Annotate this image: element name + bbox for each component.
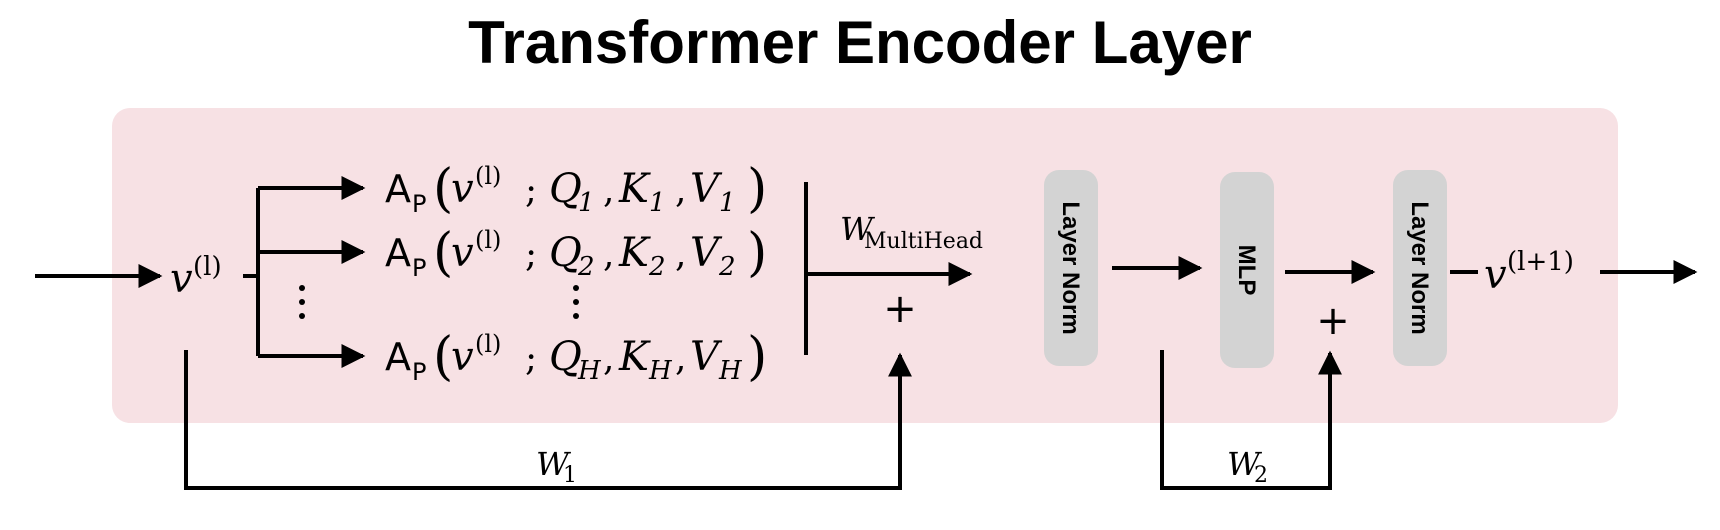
head-3-separator: ; — [525, 338, 537, 379]
head-2-separator: ; — [525, 234, 537, 275]
head-1-value: V — [690, 166, 723, 212]
layer-norm-1-label: Layer Norm — [1057, 201, 1084, 334]
multihead-weight-symbol: W — [840, 210, 876, 248]
head-3-query: Q — [549, 334, 582, 380]
head-2-operator: A — [385, 231, 411, 275]
residual-1-weight-symbol: W — [536, 445, 572, 483]
encoder-panel — [112, 108, 1618, 423]
heads-ellipsis — [299, 285, 305, 319]
residual-1-path — [184, 350, 912, 490]
head-3-arg: v — [451, 334, 474, 380]
head-3-comma: , — [603, 338, 614, 379]
head-2-query: Q — [549, 230, 582, 276]
head-3-arg-superscript: (l) — [475, 330, 501, 358]
multihead-weight-subscript: MultiHead — [864, 229, 983, 254]
head-3-operator-subscript: P — [412, 358, 426, 386]
head-2-comma: , — [603, 234, 614, 275]
head-2-close-paren: ) — [747, 223, 767, 283]
head-1-close-paren: ) — [747, 159, 767, 219]
head-1-query-index: 1 — [578, 188, 595, 218]
head-3-value-index: H — [718, 356, 743, 386]
residual-1-plus: + — [883, 286, 917, 332]
residual-2-plus: + — [1316, 298, 1350, 344]
layer-norm-2-block — [1393, 170, 1447, 366]
head-2-operator-subscript: P — [412, 254, 426, 282]
layer-norm-2-label: Layer Norm — [1406, 201, 1433, 334]
head-3-key: K — [618, 334, 651, 380]
diagram-title: Transformer Encoder Layer — [468, 9, 1252, 76]
residual-2-weight-subscript: 2 — [1254, 463, 1268, 488]
input-superscript: (l) — [193, 252, 222, 282]
head-3-close-paren: ) — [747, 327, 767, 387]
head-2-value-index: 2 — [718, 252, 736, 282]
output-superscript: (l+1) — [1507, 247, 1574, 277]
head-2-arg: v — [451, 230, 474, 276]
head-1-operator-subscript: P — [412, 190, 426, 218]
head-1-key: K — [618, 166, 651, 212]
input-symbol: v — [170, 256, 193, 302]
formula-ellipsis — [573, 285, 579, 319]
head-1-comma: , — [603, 170, 614, 211]
head-2-key: K — [618, 230, 651, 276]
residual-1-weight-subscript: 1 — [563, 463, 577, 488]
residual-2-path — [1160, 350, 1342, 490]
head-1-key-index: 1 — [649, 188, 666, 218]
head-2-key-index: 2 — [648, 252, 666, 282]
output-symbol: v — [1484, 252, 1507, 298]
head-1-open-paren: ( — [433, 159, 453, 219]
head-2-value: V — [690, 230, 723, 276]
head-1-query: Q — [549, 166, 582, 212]
head-2-open-paren: ( — [433, 223, 453, 283]
residual-2-weight-symbol: W — [1227, 445, 1263, 483]
head-1-arg: v — [451, 166, 474, 212]
head-3-value: V — [690, 334, 723, 380]
head-3-operator: A — [385, 335, 411, 379]
head-1-comma: , — [675, 170, 686, 211]
head-3-query-index: H — [577, 356, 602, 386]
head-1-arg-superscript: (l) — [475, 162, 501, 190]
head-1-separator: ; — [525, 170, 537, 211]
head-2-comma: , — [675, 234, 686, 275]
head-1-value-index: 1 — [719, 188, 736, 218]
head-1-operator: A — [385, 167, 411, 211]
mlp-block — [1220, 172, 1274, 368]
head-3-comma: , — [675, 338, 686, 379]
head-3-key-index: H — [648, 356, 673, 386]
head-2-query-index: 2 — [577, 252, 595, 282]
head-2-arg-superscript: (l) — [475, 226, 501, 254]
layer-norm-1-block — [1044, 170, 1098, 366]
head-3-open-paren: ( — [433, 327, 453, 387]
mlp-label: MLP — [1233, 245, 1260, 296]
